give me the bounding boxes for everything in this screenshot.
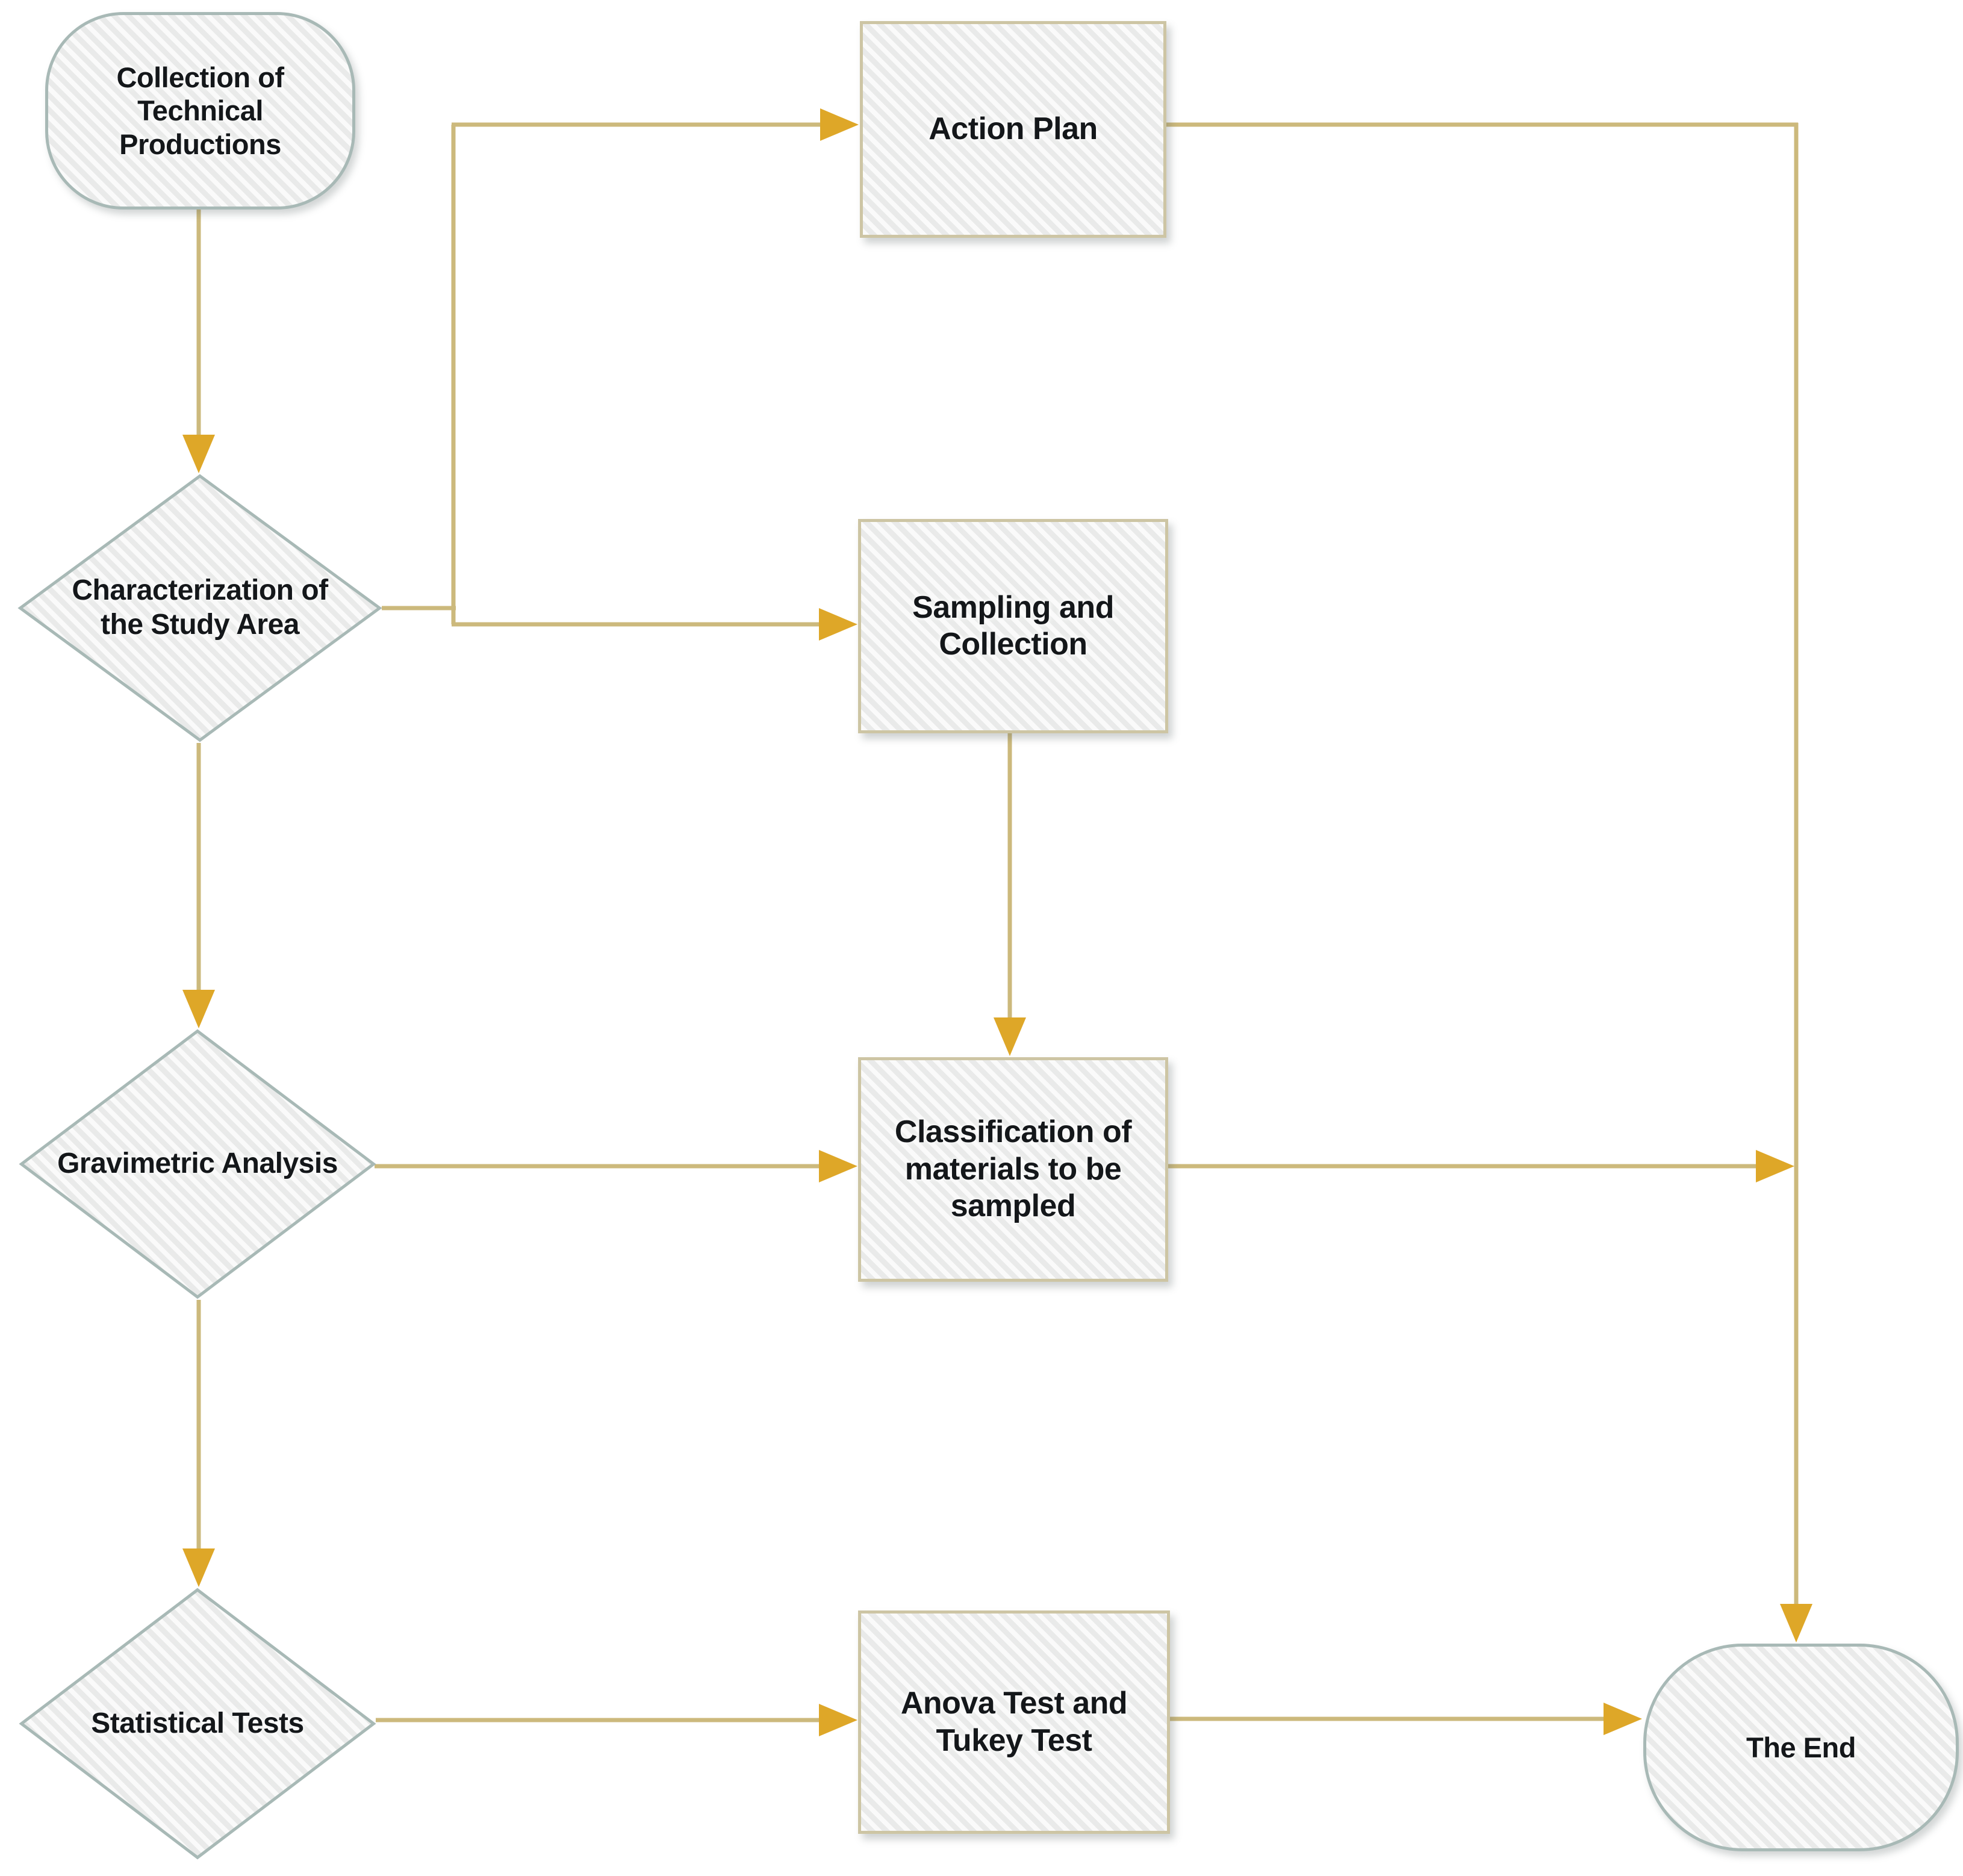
- node-end-terminator: The End: [1643, 1644, 1959, 1851]
- node-characterization-outline: [18, 474, 382, 742]
- node-statistical-label: Statistical Tests: [91, 1707, 304, 1739]
- node-action-plan-label: Action Plan: [929, 111, 1098, 147]
- edge-gravimetric-to-statistical-arrowhead-icon: [182, 1548, 215, 1587]
- node-end-label: The End: [1746, 1731, 1856, 1763]
- node-characterization-decision: Characterization of the Study Area: [18, 474, 382, 742]
- node-statistical-outline: [19, 1588, 376, 1859]
- node-classification-label: Classification of materials to be sample…: [894, 1114, 1132, 1224]
- node-gravimetric-decision: Gravimetric Analysis: [19, 1030, 376, 1299]
- node-characterization-label: Characterization of the Study Area: [72, 574, 328, 641]
- edge-sampling-to-classification-arrowhead-icon: [994, 1017, 1026, 1056]
- edge-right-rail-to-end-arrowhead-icon: [1780, 1604, 1812, 1642]
- edge-gravimetric-to-classification-arrowhead-icon: [819, 1150, 857, 1182]
- node-gravimetric-label: Gravimetric Analysis: [57, 1148, 338, 1180]
- node-anova-process: Anova Test and Tukey Test: [858, 1610, 1170, 1834]
- node-gravimetric-outline: [19, 1030, 376, 1299]
- node-statistical-decision: Statistical Tests: [19, 1588, 376, 1859]
- node-sampling-label: Sampling and Collection: [912, 589, 1114, 662]
- edge-start-to-characterization-arrowhead-icon: [182, 435, 215, 473]
- edge-junction-to-action-plan-arrowhead-icon: [820, 108, 859, 141]
- node-anova-label: Anova Test and Tukey Test: [900, 1686, 1128, 1758]
- edge-anova-to-end-arrowhead-icon: [1604, 1703, 1642, 1735]
- edge-statistical-to-anova-arrowhead-icon: [819, 1704, 857, 1736]
- node-sampling-process: Sampling and Collection: [858, 519, 1168, 733]
- node-start-label: Collection of Technical Productions: [116, 61, 284, 160]
- edge-classification-to-right-rail-arrowhead-icon: [1756, 1150, 1794, 1182]
- edge-junction-to-sampling-arrowhead-icon: [819, 608, 857, 641]
- node-classification-process: Classification of materials to be sample…: [858, 1057, 1168, 1282]
- node-start-terminator: Collection of Technical Productions: [45, 12, 355, 210]
- node-action-plan-process: Action Plan: [860, 21, 1166, 238]
- edge-characterization-to-gravimetric-arrowhead-icon: [182, 990, 215, 1028]
